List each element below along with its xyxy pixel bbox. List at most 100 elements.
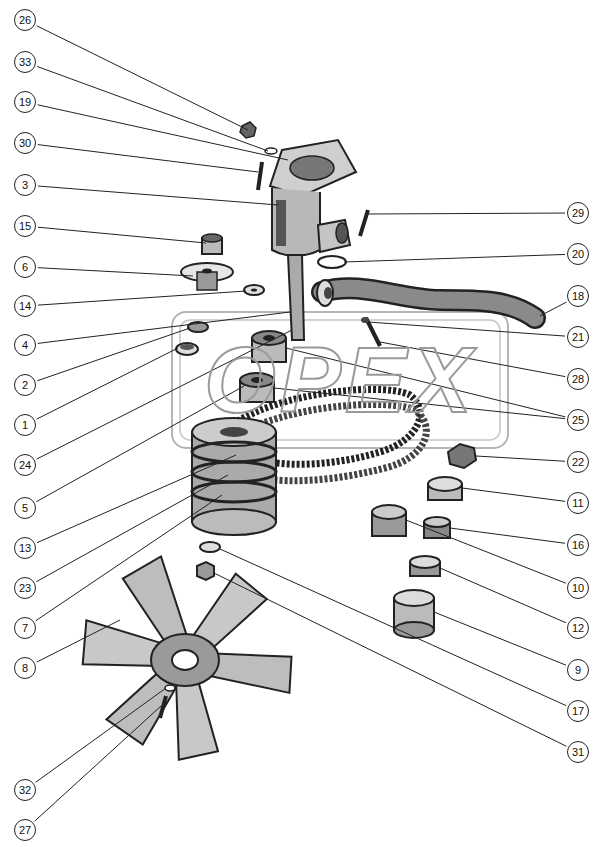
- leader-line: [36, 688, 166, 782]
- callout-number: 20: [567, 243, 589, 265]
- spacer: [424, 517, 450, 527]
- pump-housing: [272, 188, 320, 256]
- callout-number: 2: [14, 374, 36, 396]
- callout-number: 8: [14, 657, 36, 679]
- callout-number: 14: [14, 295, 36, 317]
- callout-number: 16: [567, 534, 589, 556]
- callout-number: 7: [14, 617, 36, 639]
- washer: [251, 289, 257, 292]
- leader-line: [462, 488, 565, 501]
- leader-line: [37, 348, 178, 419]
- housing-flange: [290, 156, 334, 180]
- leader-line: [35, 706, 161, 821]
- pump-housing: [276, 200, 286, 246]
- callout-number: 11: [567, 492, 589, 514]
- leader-line: [38, 227, 206, 243]
- callout-number: 33: [14, 51, 36, 73]
- leader-line: [450, 528, 565, 543]
- leader-line: [38, 291, 246, 305]
- leader-line: [38, 268, 193, 276]
- leader-line: [214, 573, 566, 746]
- leader-line: [440, 568, 566, 623]
- callout-number: 22: [567, 451, 589, 473]
- leader-line: [434, 612, 566, 665]
- hose-pipe: [322, 288, 535, 318]
- callout-number: 23: [14, 577, 36, 599]
- leader-line: [406, 520, 566, 583]
- leader-line: [38, 186, 278, 205]
- bearing: [428, 477, 462, 491]
- watermark-frame: [172, 312, 508, 448]
- leader-line: [38, 145, 258, 172]
- leader-line: [368, 213, 565, 215]
- bushing: [202, 234, 222, 242]
- leader-line: [476, 456, 565, 461]
- pulley-hub: [192, 509, 276, 535]
- gasket: [318, 256, 346, 268]
- leader-line: [36, 495, 222, 621]
- housing-outlet: [318, 220, 350, 252]
- callout-number: 1: [14, 414, 36, 436]
- watermark-frame: [180, 320, 500, 440]
- pulley-groove: [192, 442, 276, 462]
- leader-line: [220, 549, 566, 706]
- sleeve: [394, 590, 434, 606]
- callout-number: 6: [14, 256, 36, 278]
- housing-outlet: [336, 223, 348, 243]
- bolt: [360, 210, 368, 236]
- washer: [165, 685, 175, 691]
- leader-line: [37, 328, 190, 381]
- callout-number: 28: [567, 368, 589, 390]
- callout-number: 19: [14, 91, 36, 113]
- callout-number: 27: [14, 819, 36, 841]
- hose-pipe: [322, 288, 535, 318]
- washer: [361, 317, 369, 323]
- pulley: [220, 427, 248, 437]
- washer: [200, 542, 220, 552]
- housing-flange: [270, 140, 356, 196]
- washer: [244, 285, 264, 295]
- callout-number: 13: [14, 537, 36, 559]
- leader-line: [37, 66, 268, 151]
- callout-number: 17: [567, 700, 589, 722]
- impeller: [202, 269, 212, 274]
- impeller: [197, 272, 217, 290]
- pulley-groove: [192, 462, 276, 482]
- callout-number: 10: [567, 577, 589, 599]
- callout-number: 15: [14, 215, 36, 237]
- callout-number: 9: [567, 659, 589, 681]
- callout-number: 21: [567, 326, 589, 348]
- callout-number: 18: [567, 285, 589, 307]
- leader-line: [344, 254, 565, 262]
- pump-shaft: [288, 255, 304, 340]
- callout-number: 24: [14, 454, 36, 476]
- bolt: [258, 162, 262, 190]
- callout-number: 30: [14, 132, 36, 154]
- callout-number: 3: [14, 174, 36, 196]
- callout-number: 31: [567, 741, 589, 763]
- bearing: [372, 505, 406, 519]
- bolt: [160, 696, 166, 718]
- callout-number: 32: [14, 779, 36, 801]
- callout-number: 25: [567, 409, 589, 431]
- seal-ring: [180, 344, 194, 350]
- pipe-flange: [317, 280, 333, 306]
- watermark: OPEX: [204, 334, 476, 426]
- seal-ring: [176, 343, 198, 355]
- callout-number: 12: [567, 617, 589, 639]
- ring: [410, 556, 440, 568]
- callout-number: 5: [14, 497, 36, 519]
- leader-line: [36, 475, 228, 582]
- leader-line: [540, 302, 566, 316]
- pipe-flange: [324, 287, 332, 299]
- callout-number: 4: [14, 334, 36, 356]
- pulley-groove: [192, 482, 276, 502]
- nut: [197, 562, 214, 580]
- gear-nut: [448, 444, 476, 468]
- leader-line: [37, 620, 120, 662]
- callout-number: 29: [567, 202, 589, 224]
- callout-number: 26: [14, 9, 36, 31]
- leader-line: [38, 105, 288, 160]
- leader-line: [37, 455, 236, 543]
- fan: [79, 556, 295, 759]
